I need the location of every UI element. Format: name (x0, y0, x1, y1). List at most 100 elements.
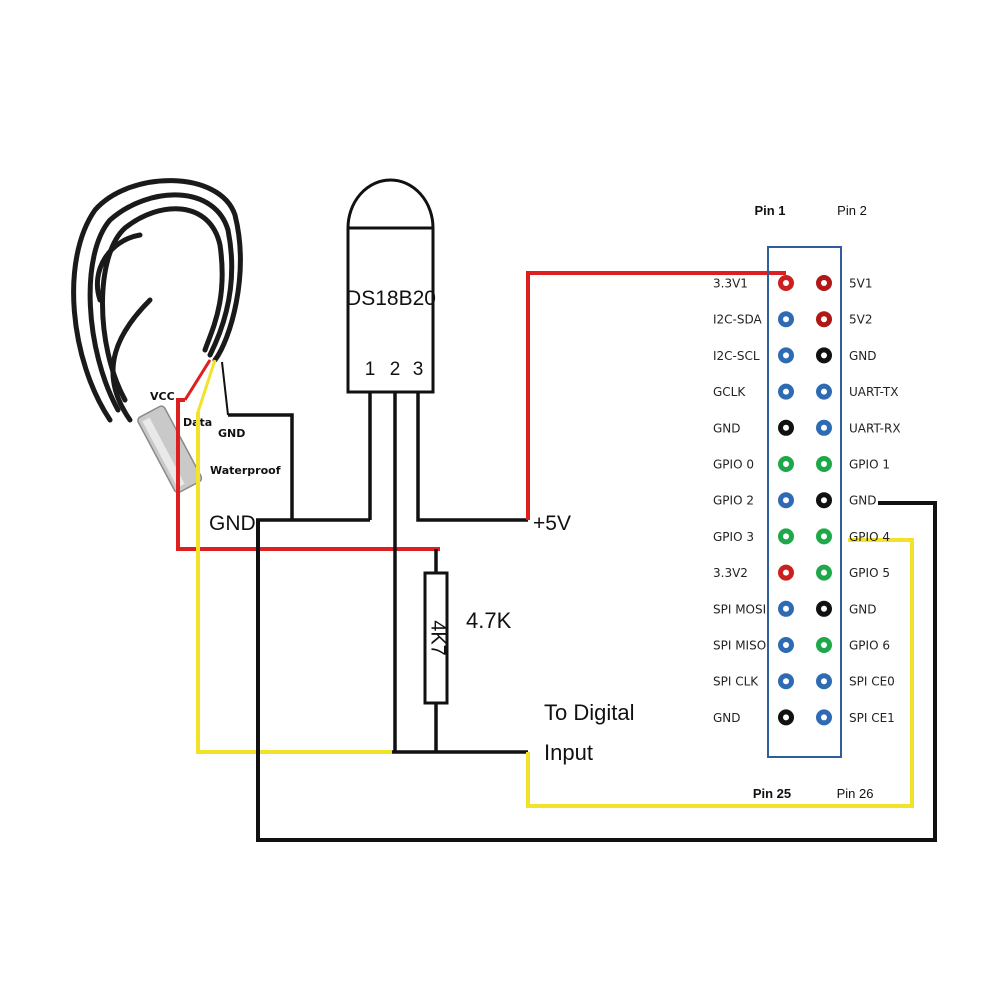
pin-label-uart-rx: UART-RX (849, 421, 901, 435)
pin-hole (783, 280, 789, 286)
pin-hole (821, 569, 827, 576)
header-pin-left-10: SPI MOSI (713, 600, 794, 617)
header-pin-right-2: 5V2 (816, 311, 872, 328)
header-pin-left-5: GND (713, 419, 794, 436)
pin-hole (821, 533, 827, 540)
header-pin-right-10: GND (816, 600, 877, 617)
header-pin-right-8: GPIO 4 (816, 528, 890, 545)
pin-label-3-3v1: 3.3V1 (713, 277, 748, 291)
header-pin-right-7: GND (816, 492, 877, 509)
sensor-pin-2: 2 (390, 359, 401, 380)
pin1-label: Pin 1 (754, 203, 785, 218)
header-pin-right-6: GPIO 1 (816, 456, 890, 472)
cable-label-vcc: VCC (150, 390, 175, 403)
pin-label-spi-ce0: SPI CE0 (849, 675, 895, 689)
pin-label-5v2: 5V2 (849, 313, 872, 327)
pin-hole (821, 497, 827, 504)
pin-hole (821, 605, 827, 612)
header-pin-right-3: GND (816, 347, 877, 364)
probe-vcc-wire (176, 398, 440, 551)
pin-label-spi-mosi: SPI MOSI (713, 602, 766, 616)
header-pin-left-8: GPIO 3 (713, 528, 794, 545)
pin-hole (783, 461, 789, 467)
header-pin-left-13: GND (713, 709, 794, 726)
pin-hole (821, 714, 827, 721)
pin-hole (783, 497, 789, 504)
pin-label-gpio-3: GPIO 3 (713, 530, 754, 544)
header-pin-left-2: I2C-SDA (713, 311, 794, 328)
pin-hole (783, 678, 789, 685)
header-pin-left-3: I2C-SCL (713, 347, 794, 364)
to-digital-label: To Digital (544, 700, 634, 725)
pin-label-spi-clk: SPI CLK (713, 675, 759, 689)
sensor-pin-3: 3 (413, 359, 424, 380)
header-pin-left-1: 3.3V1 (713, 275, 794, 291)
pin-label-gpio-5: GPIO 5 (849, 566, 890, 580)
header-pin-right-4: UART-TX (816, 383, 898, 400)
gnd-return-wire (256, 501, 937, 842)
pin-hole (783, 424, 789, 431)
header-pin-right-12: SPI CE0 (816, 673, 895, 690)
pin-label-uart-tx: UART-TX (849, 385, 898, 399)
ds18b20-sensor (346, 178, 435, 394)
header-pin-left-12: SPI CLK (713, 673, 794, 690)
pin-hole (783, 642, 789, 648)
cable-label-gnd: GND (218, 427, 245, 440)
cable-label-waterproof: Waterproof (210, 464, 281, 477)
pin-hole (783, 352, 789, 359)
pin-hole (783, 388, 789, 395)
pin-label-5v1: 5V1 (849, 277, 872, 291)
plus5v-label: +5V (533, 512, 571, 535)
gpio-header (767, 246, 842, 758)
pin-label-gnd: GND (849, 349, 877, 363)
probe-gnd-wire (228, 413, 294, 520)
pin2-label: Pin 2 (837, 203, 867, 218)
pin-hole (821, 280, 827, 286)
sensor-name: DS18B20 (346, 287, 436, 310)
pin-hole (821, 388, 827, 395)
pin-hole (821, 352, 827, 359)
pin-label-gpio-4: GPIO 4 (849, 530, 890, 544)
power-wire (526, 271, 786, 520)
pin-hole (783, 316, 789, 323)
header-pin-left-7: GPIO 2 (713, 492, 794, 509)
header-pin-right-5: UART-RX (816, 419, 901, 436)
sensor-pin-1: 1 (365, 359, 376, 380)
pin-hole (821, 316, 827, 323)
pin-label-gnd: GND (849, 494, 877, 508)
pin26-label: Pin 26 (837, 786, 874, 801)
waterproof-probe-icon (71, 178, 243, 494)
sensor-pin3-lead (416, 392, 528, 522)
header-pin-right-1: 5V1 (816, 275, 872, 291)
resistor (423, 571, 449, 705)
pin25-label: Pin 25 (753, 786, 791, 801)
header-pin-left-4: GCLK (713, 383, 794, 400)
input-label: Input (544, 740, 593, 765)
pin-label-i2c-sda: I2C-SDA (713, 313, 763, 327)
resistor-code: 4K7 (427, 620, 449, 656)
header-pin-right-13: SPI CE1 (816, 709, 895, 726)
pin-label-gpio-2: GPIO 2 (713, 494, 754, 508)
pin-hole (783, 605, 789, 612)
pin-label-3-3v2: 3.3V2 (713, 566, 748, 580)
pin-label-gnd: GND (713, 711, 741, 725)
resistor-value: 4.7K (466, 608, 512, 633)
pin-label-gpio-1: GPIO 1 (849, 458, 890, 472)
gnd-label: GND (209, 512, 256, 535)
pin-hole (783, 533, 789, 540)
pin-label-i2c-scl: I2C-SCL (713, 349, 760, 363)
pin-label-gnd: GND (849, 602, 877, 616)
pin-label-gnd: GND (713, 421, 741, 435)
header-pin-left-9: 3.3V2 (713, 564, 794, 581)
pin-hole (783, 569, 789, 576)
header-pin-right-9: GPIO 5 (816, 564, 890, 581)
header-pin-right-11: GPIO 6 (816, 637, 890, 653)
pin-hole (821, 461, 827, 467)
pin-label-spi-ce1: SPI CE1 (849, 711, 895, 725)
gpio4-data-wire (526, 538, 914, 808)
pin-hole (821, 424, 827, 431)
pin-hole (821, 642, 827, 648)
header-pin-left-11: SPI MISO (713, 637, 794, 653)
